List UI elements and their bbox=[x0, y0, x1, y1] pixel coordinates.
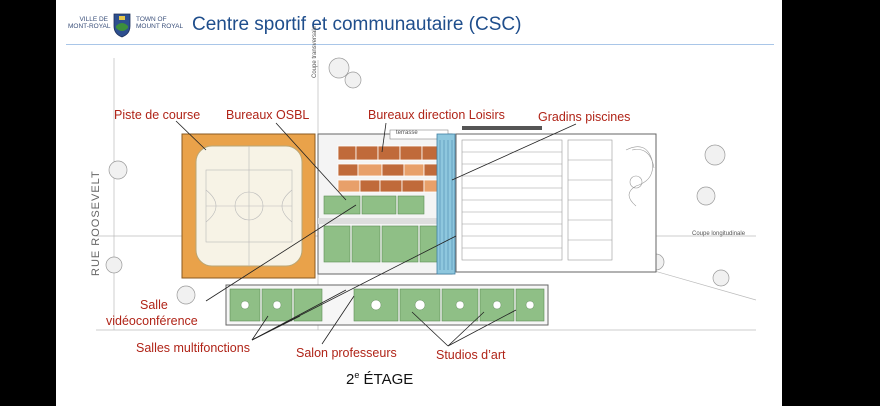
callout-piste-de-course: Piste de course bbox=[114, 108, 201, 122]
floor-label: 2e ÉTAGE bbox=[346, 370, 413, 388]
callout-gradins-piscines: Gradins piscines bbox=[538, 110, 631, 124]
logo-right-line2: MOUNT ROYAL bbox=[136, 23, 184, 30]
tree-icon bbox=[696, 186, 716, 206]
callout-bureaux-osbl: Bureaux OSBL bbox=[226, 108, 310, 122]
callout-bureaux-direction-loisirs: Bureaux direction Loisirs bbox=[368, 108, 505, 122]
callout-salles-multifonctions: Salles multifonctions bbox=[136, 341, 250, 355]
slide-title: Centre sportif et communautaire (CSC) bbox=[192, 14, 522, 35]
callout-salon-professeurs: Salon professeurs bbox=[296, 346, 397, 360]
logo-right-text: TOWN OF MOUNT ROYAL bbox=[136, 16, 186, 30]
tree-icon bbox=[105, 256, 123, 274]
tree-icon bbox=[344, 71, 362, 89]
green-rooms-south bbox=[229, 288, 545, 322]
floor-suffix: e bbox=[354, 370, 360, 380]
logo: VILLE DE MONT-ROYAL TOWN OF MOUNT ROYAL bbox=[68, 12, 188, 38]
callout-salle: Salle bbox=[140, 298, 168, 312]
logo-right-line1: TOWN OF bbox=[136, 16, 167, 23]
logo-left-text: VILLE DE MONT-ROYAL bbox=[68, 16, 111, 30]
callout-leaders bbox=[175, 120, 577, 347]
corridor bbox=[318, 218, 452, 224]
pool-bleachers bbox=[436, 133, 456, 275]
gym-track bbox=[181, 133, 316, 279]
title-divider bbox=[66, 44, 774, 45]
terrace-label: terrasse bbox=[396, 130, 418, 136]
callout-studios-art: Studios d’art bbox=[436, 348, 506, 362]
pool-bleacher-seats bbox=[462, 126, 542, 130]
floor-plan bbox=[96, 57, 757, 347]
bleacher-steps bbox=[439, 140, 453, 270]
floor-text: ÉTAGE bbox=[359, 371, 414, 388]
room-furniture bbox=[240, 299, 535, 311]
tree-icon bbox=[176, 285, 196, 305]
logo-left-line1: VILLE DE bbox=[79, 16, 108, 23]
section-label-longitudinal: Coupe longitudinale bbox=[692, 231, 746, 237]
logo-left-line2: MONT-ROYAL bbox=[68, 23, 111, 30]
callout-videoconference: vidéoconférence bbox=[106, 314, 198, 328]
municipal-crest-icon bbox=[112, 12, 132, 38]
office-rooms bbox=[337, 145, 441, 193]
tree-icon bbox=[328, 57, 350, 79]
tree-icon bbox=[712, 269, 730, 287]
street-label: RUE ROOSEVELT bbox=[90, 170, 102, 276]
floor-number: 2 bbox=[346, 371, 355, 388]
tree-icon bbox=[704, 144, 726, 166]
pool-hall bbox=[455, 133, 657, 273]
slide: VILLE DE MONT-ROYAL TOWN OF MOUNT ROYAL … bbox=[56, 0, 782, 406]
pool-lanes bbox=[461, 139, 655, 261]
section-label-transversal: Coupe transversale bbox=[312, 25, 318, 78]
tree-icon bbox=[108, 160, 128, 180]
